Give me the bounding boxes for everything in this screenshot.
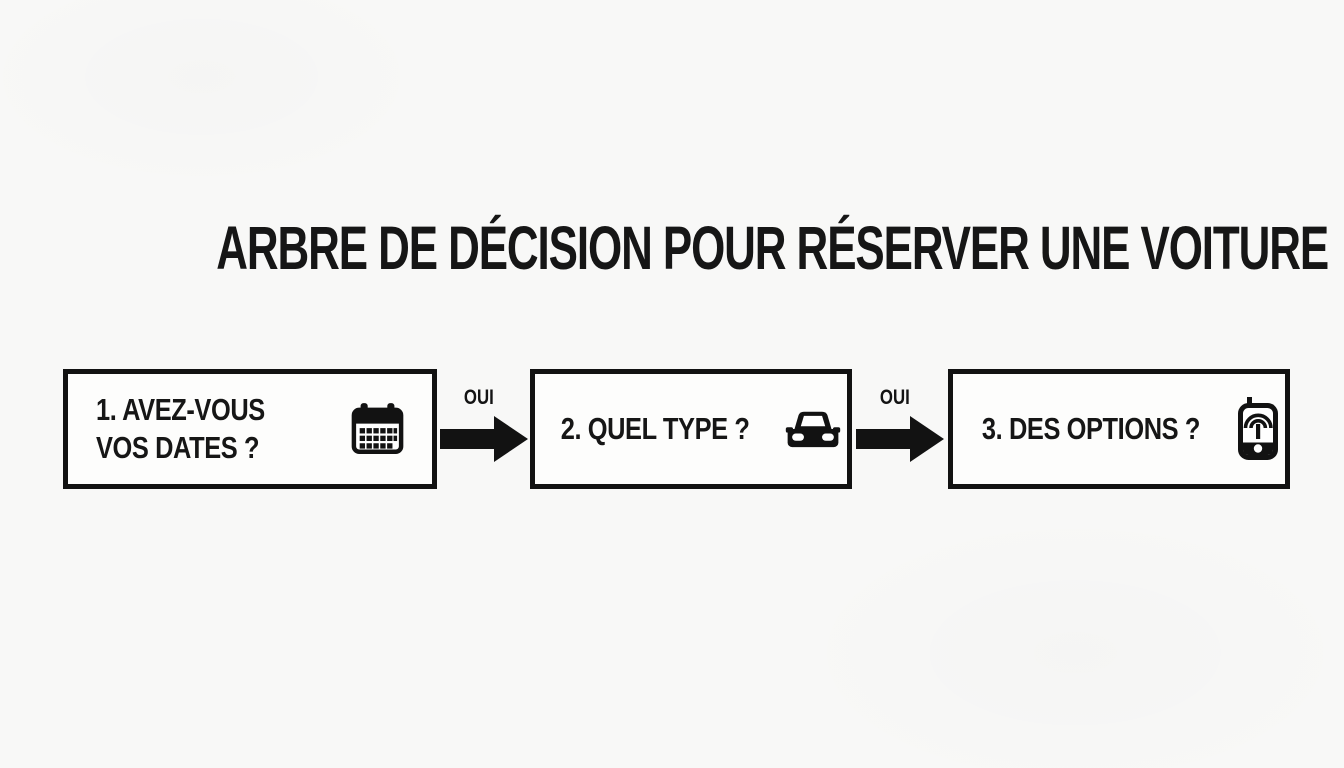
node-options-line1: 3. DES OPTIONS ? [981,411,1201,447]
arrow-right-icon [439,416,528,462]
arrow-oui-1-label: OUI [463,386,494,409]
node-dates: 1. AVEZ-VOUS VOS DATES ? [63,369,437,489]
node-dates-line2: VOS DATES ? [96,430,260,465]
node-options-label: 3. DES OPTIONS ? [982,410,1200,448]
node-type-line1: 2. QUEL TYPE ? [561,411,750,447]
node-dates-line1: 1. AVEZ-VOUS [96,392,265,428]
arrow-oui-1: OUI [437,386,530,467]
diagram-title-row: ARBRE DE DÉCISION POUR RÉSERVER UNE VOIT… [0,213,1344,283]
calendar-icon [351,403,404,454]
node-type-label: 2. QUEL TYPE ? [561,410,750,448]
arrow-oui-2-label: OUI [880,386,911,409]
car-icon [785,411,840,448]
arrow-right-icon [856,416,944,462]
gps-phone-icon [1237,397,1278,460]
node-options: 3. DES OPTIONS ? [948,369,1290,489]
node-dates-label: 1. AVEZ-VOUS VOS DATES ? [96,391,265,467]
arrow-oui-2: OUI [852,386,948,467]
node-type: 2. QUEL TYPE ? [530,369,852,489]
diagram-title: ARBRE DE DÉCISION POUR RÉSERVER UNE VOIT… [216,214,1329,282]
